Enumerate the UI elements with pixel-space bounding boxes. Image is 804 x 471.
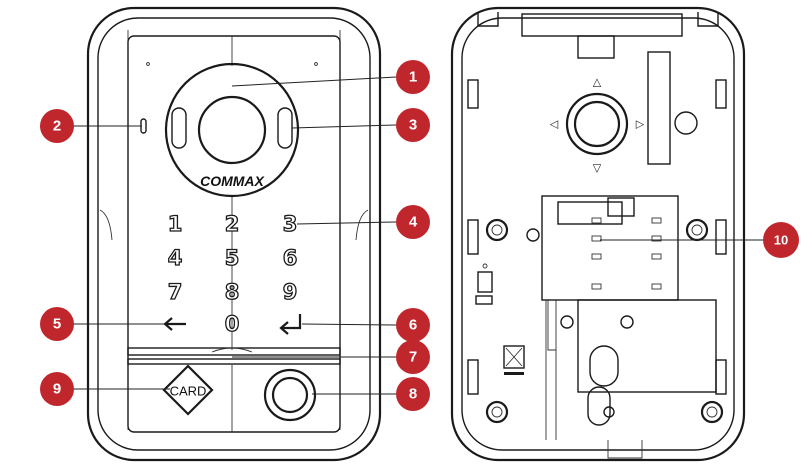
key-6[interactable]: 6	[282, 245, 298, 270]
rear-view: △ ▽ ◁ ▷	[450, 6, 746, 462]
svg-text:CARD: CARD	[170, 384, 207, 399]
key-3[interactable]: 3	[282, 211, 298, 236]
svg-text:▷: ▷	[636, 118, 645, 131]
rear-housing-outer	[450, 6, 746, 462]
led-right	[277, 107, 293, 149]
back-arrow-icon[interactable]	[163, 317, 186, 331]
camera-mount: △ ▽ ◁ ▷	[550, 76, 645, 175]
front-housing-outer	[86, 6, 382, 462]
callout-10: 10	[763, 222, 799, 258]
led-left	[171, 107, 187, 149]
callout-9: 9	[40, 372, 74, 406]
enter-icon[interactable]	[279, 314, 302, 335]
svg-text:8: 8	[409, 386, 417, 403]
svg-text:3: 3	[283, 212, 298, 236]
front-view: COMMAX 1 2 3 4 5 6 7 8 9 0	[86, 6, 382, 462]
key-7[interactable]: 7	[167, 279, 183, 304]
recycle-bin-icon	[503, 345, 525, 375]
callout-2: 2	[40, 109, 74, 143]
key-8[interactable]: 8	[224, 279, 240, 304]
brand-logo: COMMAX	[200, 173, 265, 189]
svg-text:1: 1	[168, 212, 183, 236]
svg-text:9: 9	[283, 280, 298, 304]
callout-7: 7	[396, 340, 430, 374]
svg-text:6: 6	[283, 246, 298, 270]
camera-module	[164, 62, 300, 198]
svg-text:△: △	[593, 76, 602, 89]
callout-5: 5	[40, 307, 74, 341]
svg-text:5: 5	[53, 316, 61, 333]
svg-text:10: 10	[774, 233, 788, 248]
svg-text:0: 0	[225, 312, 240, 336]
svg-text:6: 6	[409, 317, 417, 334]
callout-1: 1	[396, 60, 430, 94]
callout-3: 3	[396, 108, 430, 142]
callout-lines	[72, 76, 764, 395]
camera-lens	[197, 95, 267, 165]
callout-6: 6	[396, 308, 430, 342]
key-2[interactable]: 2	[224, 211, 240, 236]
key-9[interactable]: 9	[282, 279, 298, 304]
key-1[interactable]: 1	[167, 211, 183, 236]
svg-text:7: 7	[409, 349, 417, 366]
svg-text:9: 9	[53, 381, 61, 398]
key-0[interactable]: 0	[224, 311, 240, 336]
callout-4: 4	[396, 205, 430, 239]
card-reader[interactable]: CARD	[162, 364, 214, 416]
svg-text:3: 3	[409, 117, 417, 134]
callout-8: 8	[396, 377, 430, 411]
front-faceplate	[127, 35, 341, 433]
svg-text:▽: ▽	[593, 162, 602, 175]
svg-text:2: 2	[53, 118, 61, 135]
svg-text:7: 7	[168, 280, 183, 304]
svg-text:5: 5	[225, 246, 240, 270]
keypad: 1 2 3 4 5 6 7 8 9 0	[163, 211, 302, 337]
svg-text:4: 4	[409, 214, 418, 231]
speaker-grille	[127, 347, 341, 365]
key-4[interactable]: 4	[167, 245, 183, 270]
rear-housing-inner	[461, 17, 735, 451]
svg-text:2: 2	[225, 212, 240, 236]
connector-board	[541, 195, 679, 301]
svg-text:1: 1	[409, 69, 417, 86]
key-5[interactable]: 5	[224, 245, 240, 270]
mounting-screw-holes	[485, 218, 724, 424]
svg-text:8: 8	[225, 280, 240, 304]
svg-text:◁: ◁	[550, 118, 559, 131]
front-housing-inner	[97, 17, 371, 451]
call-button[interactable]	[263, 368, 317, 422]
svg-text:4: 4	[168, 246, 183, 270]
